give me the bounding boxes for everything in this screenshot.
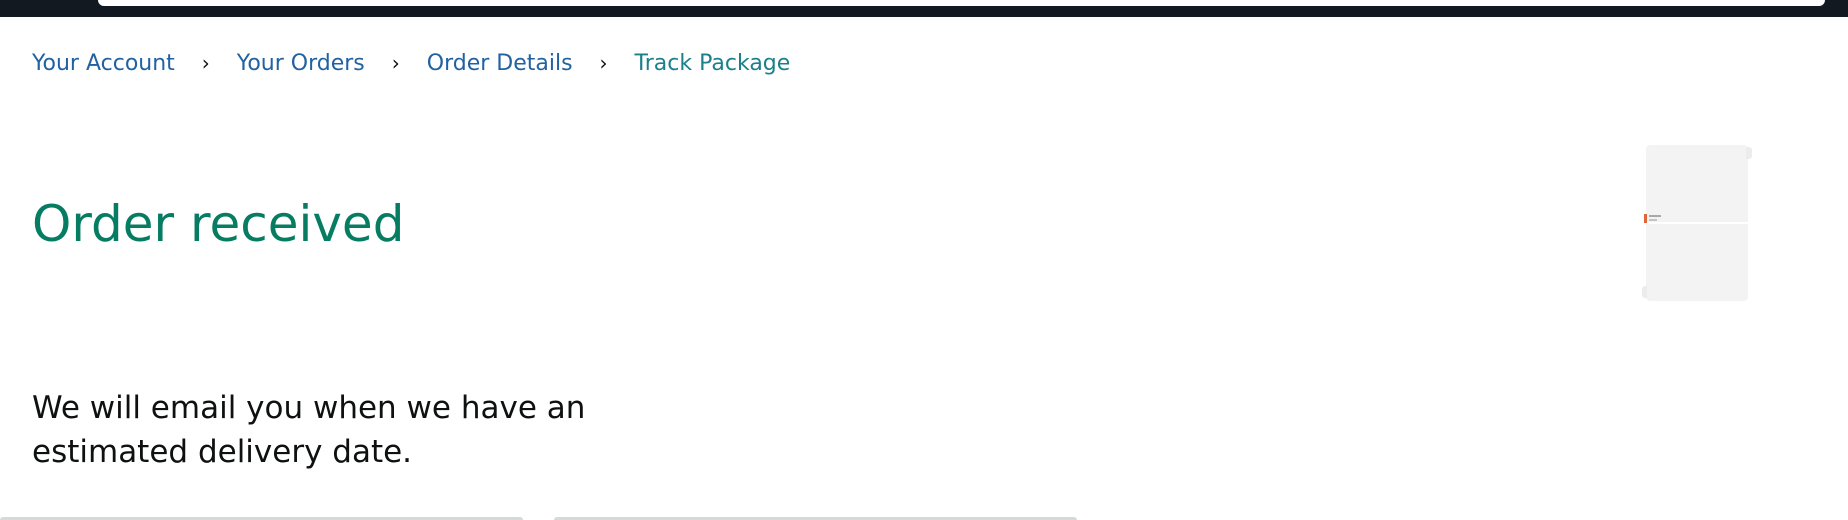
breadcrumb-separator: › bbox=[599, 51, 608, 75]
search-input[interactable] bbox=[98, 0, 1825, 6]
package-fold bbox=[1646, 222, 1748, 224]
breadcrumb-your-orders[interactable]: Your Orders bbox=[236, 50, 365, 76]
info-card-edge bbox=[554, 517, 1077, 520]
product-package-icon[interactable] bbox=[1642, 143, 1754, 303]
package-label-line bbox=[1649, 215, 1661, 217]
breadcrumb-your-account[interactable]: Your Account bbox=[32, 50, 175, 76]
package-label bbox=[1644, 214, 1647, 223]
package-tab bbox=[1642, 286, 1647, 298]
package-tab bbox=[1746, 147, 1752, 159]
breadcrumb-track-package: Track Package bbox=[634, 50, 791, 76]
delivery-status-message: We will email you when we have an estima… bbox=[32, 390, 586, 470]
top-navigation-bar bbox=[0, 0, 1848, 17]
breadcrumb-separator: › bbox=[391, 51, 400, 75]
breadcrumb: Your Account › Your Orders › Order Detai… bbox=[32, 48, 790, 78]
page-title: Order received bbox=[32, 195, 405, 253]
breadcrumb-separator: › bbox=[201, 51, 210, 75]
info-card-edge bbox=[0, 517, 523, 520]
package-label-line bbox=[1649, 219, 1657, 221]
breadcrumb-order-details[interactable]: Order Details bbox=[426, 50, 573, 76]
